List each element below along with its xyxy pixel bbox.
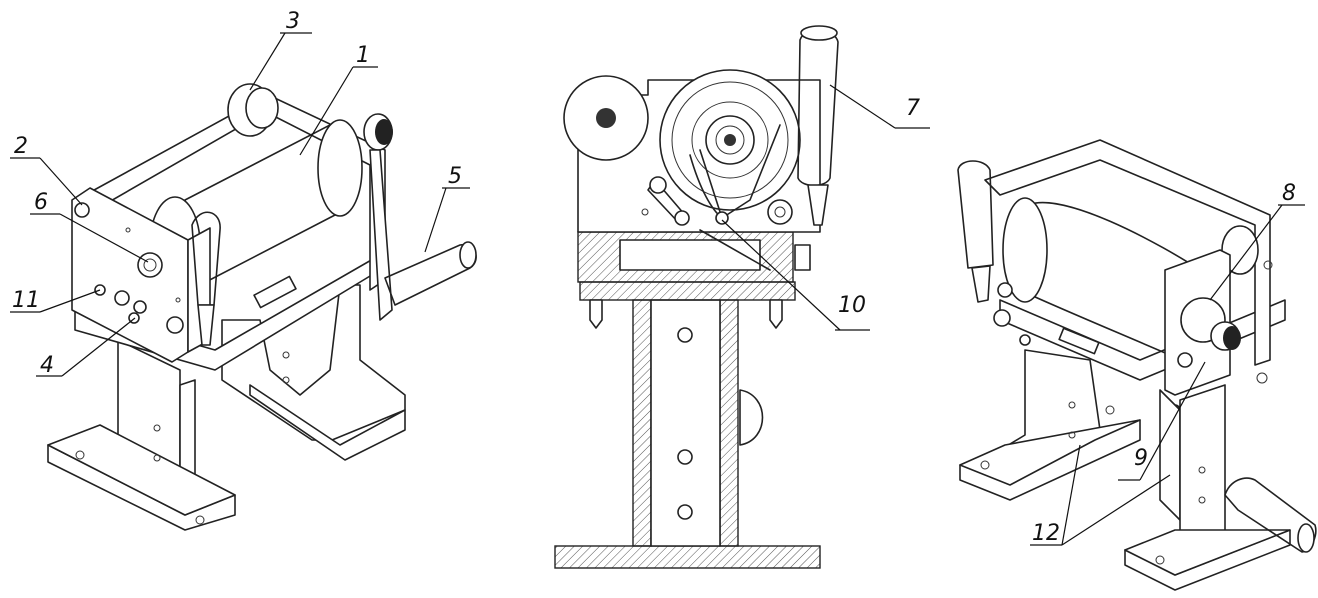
center-view xyxy=(554,25,839,569)
label-2: 2 xyxy=(14,134,28,159)
left-handle xyxy=(191,211,221,306)
callout-11: 11 xyxy=(10,288,101,313)
callouts: 1 2 3 4 5 6 7 xyxy=(10,9,1305,546)
callout-7: 7 xyxy=(829,84,930,129)
label-7: 7 xyxy=(906,96,920,121)
callout-1: 1 xyxy=(299,43,378,156)
right-view xyxy=(957,139,1317,591)
right-top-frame xyxy=(984,139,1271,366)
label-6: 6 xyxy=(34,190,48,215)
left-view xyxy=(47,83,477,531)
right-front-leg xyxy=(1159,389,1181,521)
callout-9: 9 xyxy=(1118,361,1206,481)
callout-12: 12 xyxy=(1030,444,1171,546)
left-guide-rod xyxy=(84,109,249,211)
label-5: 5 xyxy=(448,164,462,189)
label-8: 8 xyxy=(1282,181,1296,206)
callout-5: 5 xyxy=(424,164,470,253)
callout-2: 2 xyxy=(10,134,83,206)
left-back-foot xyxy=(249,384,406,461)
center-foot xyxy=(554,545,821,569)
center-base-slab xyxy=(579,281,796,301)
label-12: 12 xyxy=(1032,521,1060,546)
callout-6: 6 xyxy=(30,190,149,263)
left-foot-top xyxy=(47,424,236,516)
callout-8: 8 xyxy=(1209,181,1305,301)
label-3: 3 xyxy=(286,9,300,34)
callout-4: 4 xyxy=(36,317,136,378)
label-10: 10 xyxy=(838,293,866,318)
callout-10: 10 xyxy=(721,219,870,331)
right-handle xyxy=(957,160,994,269)
label-9: 9 xyxy=(1134,446,1148,471)
label-1: 1 xyxy=(356,43,370,68)
label-4: 4 xyxy=(40,353,54,378)
label-11: 11 xyxy=(12,288,40,313)
callout-3: 3 xyxy=(249,9,312,91)
